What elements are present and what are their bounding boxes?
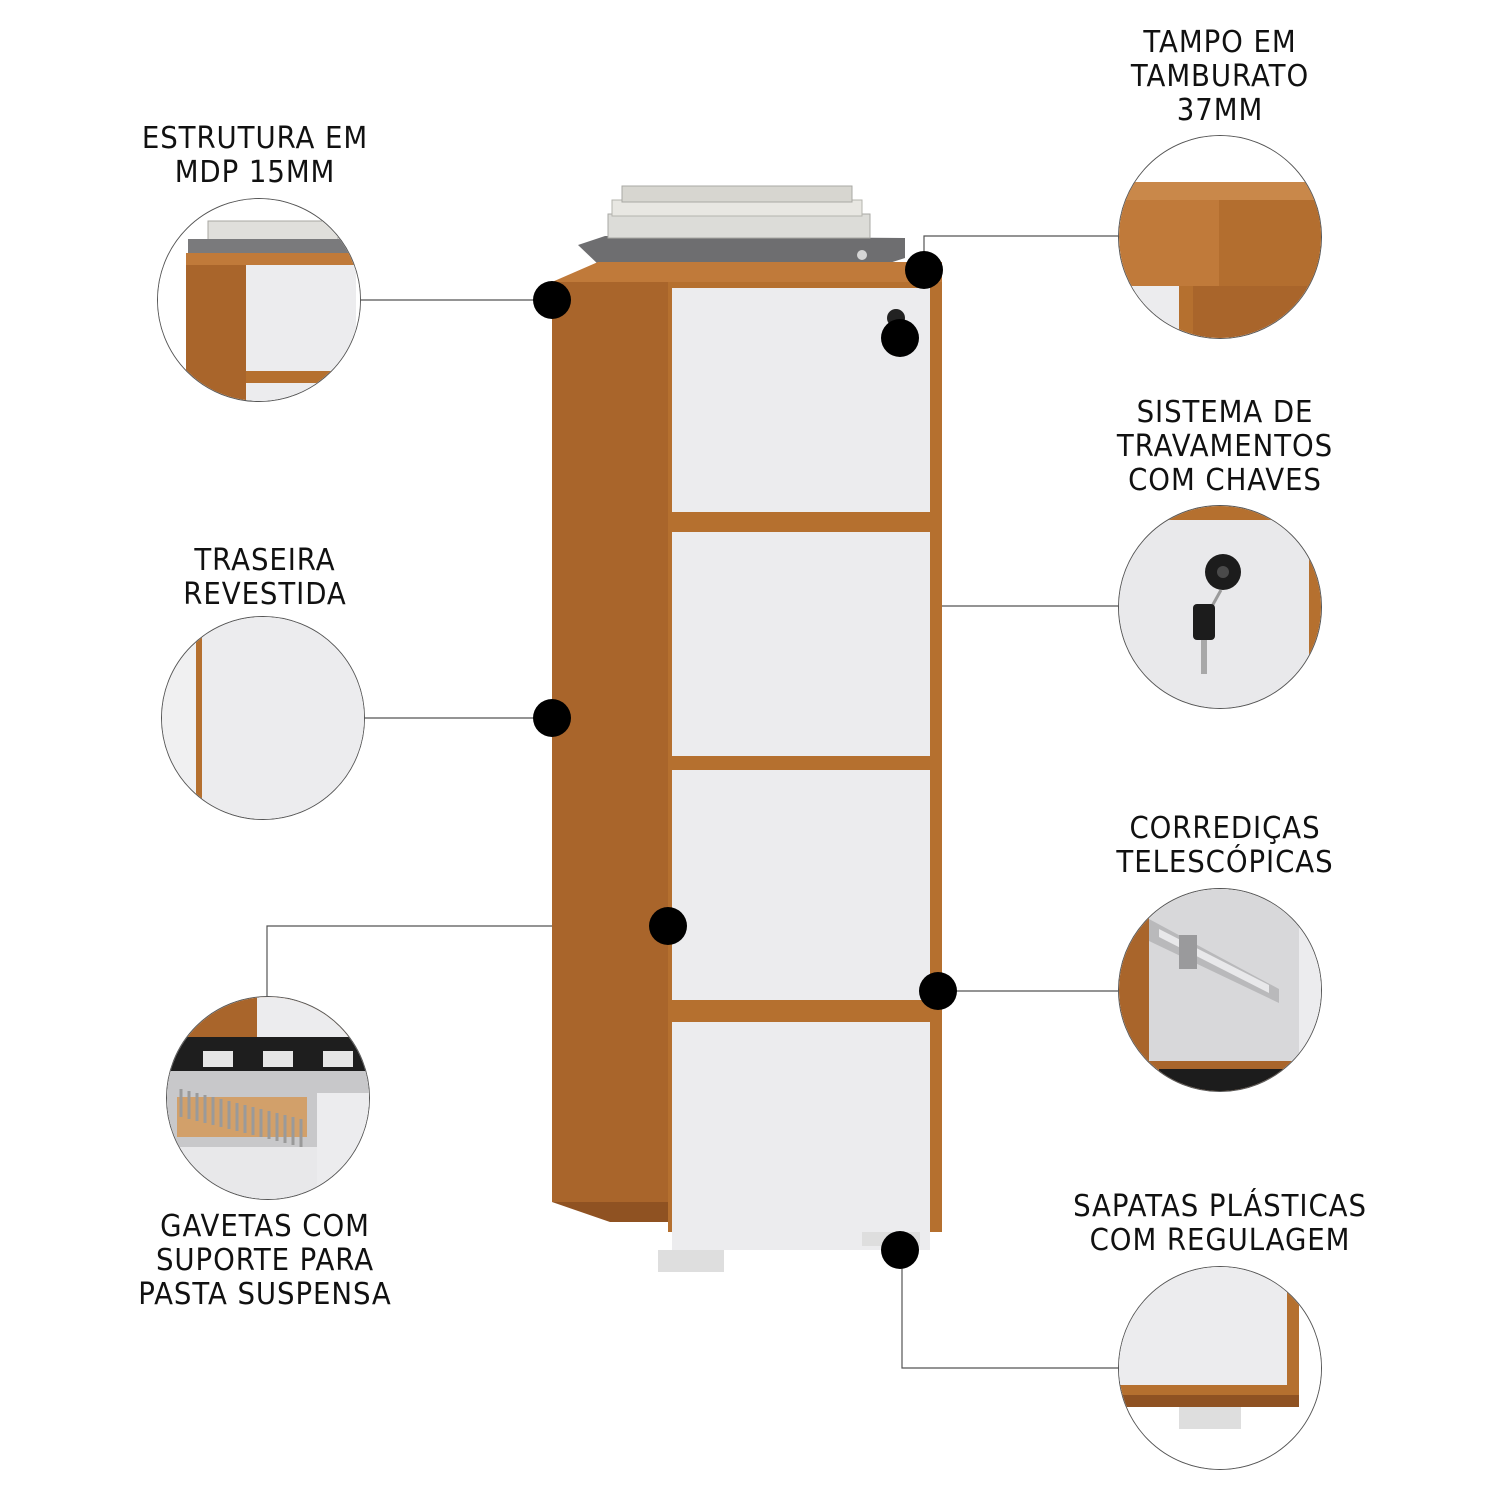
cabinet-side [552, 282, 668, 1202]
callout-dot-sistema [881, 319, 919, 357]
label-traseira: TRASEIRA REVESTIDA [183, 543, 347, 612]
label-gavetas: GAVETAS COM SUPORTE PARA PASTA SUSPENSA [138, 1209, 392, 1312]
label-sapatas: SAPATAS PLÁSTICAS COM REGULAGEM [1073, 1189, 1367, 1258]
label-tampo: TAMPO EM TAMBURATO 37MM [1130, 25, 1310, 128]
detail-circle-sapatas [1118, 1266, 1322, 1470]
drawer-front-3 [672, 770, 930, 1000]
callout-dot-estrutura [533, 281, 571, 319]
detail-circle-estrutura [157, 198, 361, 402]
cabinet-foot-left [658, 1250, 724, 1272]
drawer-front-4 [672, 1022, 930, 1250]
callout-dot-corredicas [919, 972, 957, 1010]
label-estrutura: ESTRUTURA EM MDP 15MM [141, 121, 369, 190]
detail-circle-tampo [1118, 135, 1322, 339]
detail-circle-corredicas [1118, 888, 1322, 1092]
detail-circle-gavetas [166, 996, 370, 1200]
callout-dot-traseira [533, 699, 571, 737]
connector-sapatas [901, 1250, 1118, 1369]
papers-on-top [578, 185, 905, 266]
connector-gavetas [266, 925, 668, 1000]
label-sistema: SISTEMA DE TRAVAMENTOS COM CHAVES [1116, 395, 1334, 498]
callout-dot-gavetas [649, 907, 687, 945]
detail-circle-traseira [161, 616, 365, 820]
label-corredicas: CORREDIÇAS TELESCÓPICAS [1116, 811, 1334, 880]
callout-dot-tampo [905, 251, 943, 289]
detail-circle-sistema [1118, 505, 1322, 709]
drawer-front-2 [672, 532, 930, 756]
callout-dot-sapatas [881, 1231, 919, 1269]
